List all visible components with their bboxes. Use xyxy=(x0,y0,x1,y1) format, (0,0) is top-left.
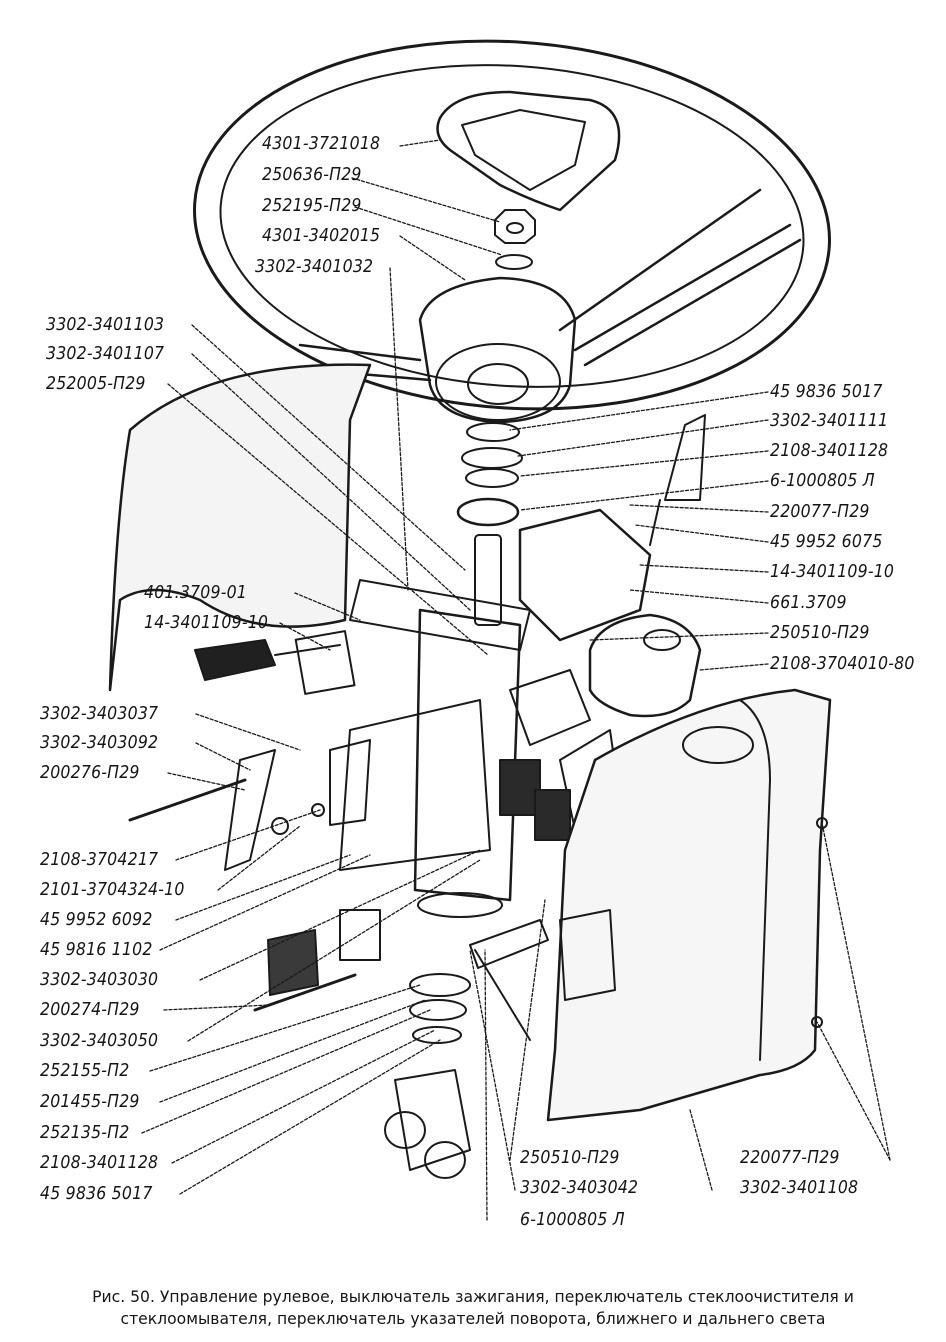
caption-line-2: стеклоомывателя, переключатель указателе… xyxy=(120,1310,826,1328)
turn-signal-stalk xyxy=(649,414,706,546)
label-3302-3403092: 3302-3403092 xyxy=(40,733,159,753)
label-252195-p29: 252195-П29 xyxy=(262,196,362,216)
label-3302-3403030: 3302-3403030 xyxy=(40,970,159,990)
connectors xyxy=(267,759,571,996)
upper-shroud xyxy=(108,363,372,692)
label-220077-p29-top: 220077-П29 xyxy=(770,502,870,522)
nut-washer xyxy=(494,209,536,270)
label-200276-p29: 200276-П29 xyxy=(40,763,140,783)
label-3302-3401107: 3302-3401107 xyxy=(46,344,165,364)
label-220077-p29-bottom: 220077-П29 xyxy=(740,1148,840,1168)
label-200274-p29: 200274-П29 xyxy=(40,1000,140,1020)
bearing-stack-upper xyxy=(456,422,523,527)
label-250636-p29: 250636-П29 xyxy=(262,165,362,185)
label-45-9952-6075: 45 9952 6075 xyxy=(770,532,883,552)
label-3302-3401032: 3302-3401032 xyxy=(255,257,374,277)
label-3302-3403042: 3302-3403042 xyxy=(520,1178,639,1198)
wiper-stalk xyxy=(194,630,356,695)
figure-caption: Рис. 50. Управление рулевое, выключатель… xyxy=(20,1286,926,1330)
label-252005-p29: 252005-П29 xyxy=(46,374,146,394)
lower-shaft xyxy=(384,919,549,1179)
caption-line-1: Рис. 50. Управление рулевое, выключатель… xyxy=(92,1288,854,1306)
label-2101-3704324-10: 2101-3704324-10 xyxy=(40,880,185,900)
label-250510-p29-right: 250510-П29 xyxy=(770,623,870,643)
steering-column xyxy=(329,534,531,918)
label-201455-p29: 201455-П29 xyxy=(40,1092,140,1112)
label-6-1000805l-bottom: 6-1000805 Л xyxy=(520,1210,625,1230)
label-45-9836-5017-bottom: 45 9836 5017 xyxy=(40,1184,153,1204)
label-2108-3704010-80: 2108-3704010-80 xyxy=(770,654,915,674)
label-45-9952-6092: 45 9952 6092 xyxy=(40,910,153,930)
label-250510-p29-bottom: 250510-П29 xyxy=(520,1148,620,1168)
steering-wheel xyxy=(193,39,831,411)
label-3302-3401103: 3302-3401103 xyxy=(46,315,165,335)
label-3302-3401111: 3302-3401111 xyxy=(770,411,889,431)
label-6-1000805l-top: 6-1000805 Л xyxy=(770,471,875,491)
label-4301-3721018: 4301-3721018 xyxy=(262,134,381,154)
wheel-hub xyxy=(418,276,577,424)
leader-lines xyxy=(141,139,891,1221)
label-3302-3403050: 3302-3403050 xyxy=(40,1031,159,1051)
label-401-3709-01: 401.3709-01 xyxy=(144,583,248,603)
bracket-bolt xyxy=(128,749,357,1012)
switch-block xyxy=(509,508,652,746)
label-4301-3402015: 4301-3402015 xyxy=(262,226,381,246)
label-14-3401109-10-left: 14-3401109-10 xyxy=(144,613,269,633)
label-2108-3401128-top: 2108-3401128 xyxy=(770,441,889,461)
label-2108-3401128-bottom: 2108-3401128 xyxy=(40,1153,159,1173)
label-45-9816-1102: 45 9816 1102 xyxy=(40,940,153,960)
lower-shroud xyxy=(546,688,832,1122)
label-252155-p2: 252155-П2 xyxy=(40,1061,130,1081)
label-661-3709: 661.3709 xyxy=(770,593,847,613)
label-3302-3403037: 3302-3403037 xyxy=(40,704,159,724)
label-3302-3401108: 3302-3401108 xyxy=(740,1178,859,1198)
label-45-9836-5017-top: 45 9836 5017 xyxy=(770,382,883,402)
label-252135-p2: 252135-П2 xyxy=(40,1123,130,1143)
horn-pad xyxy=(436,90,621,212)
label-14-3401109-10-right: 14-3401109-10 xyxy=(770,562,895,582)
label-2108-3704217: 2108-3704217 xyxy=(40,850,159,870)
